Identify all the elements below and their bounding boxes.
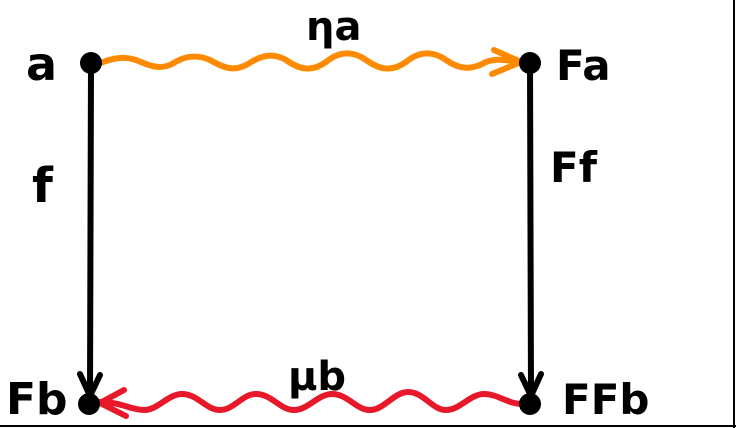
arrow-Ff (518, 61, 544, 399)
morphism-label-Ff: Ff (550, 143, 598, 192)
object-label-Fb: Fb (6, 374, 68, 425)
object-label-Fa: Fa (556, 41, 611, 90)
object-label-a: a (26, 37, 57, 91)
node-Fb-dot (78, 393, 100, 415)
morphism-label-mu-b: μb (288, 354, 346, 400)
node-a-dot (80, 52, 102, 74)
arrow-f (77, 61, 103, 399)
arrow-eta-a (95, 47, 524, 77)
node-FFb-dot (519, 393, 541, 415)
object-label-FFb: FFb (562, 375, 649, 424)
morphism-label-f: f (32, 158, 54, 214)
arrow-mu-b (97, 387, 525, 419)
node-Fa-dot (519, 52, 541, 74)
morphism-label-eta-a: ηa (306, 4, 361, 50)
